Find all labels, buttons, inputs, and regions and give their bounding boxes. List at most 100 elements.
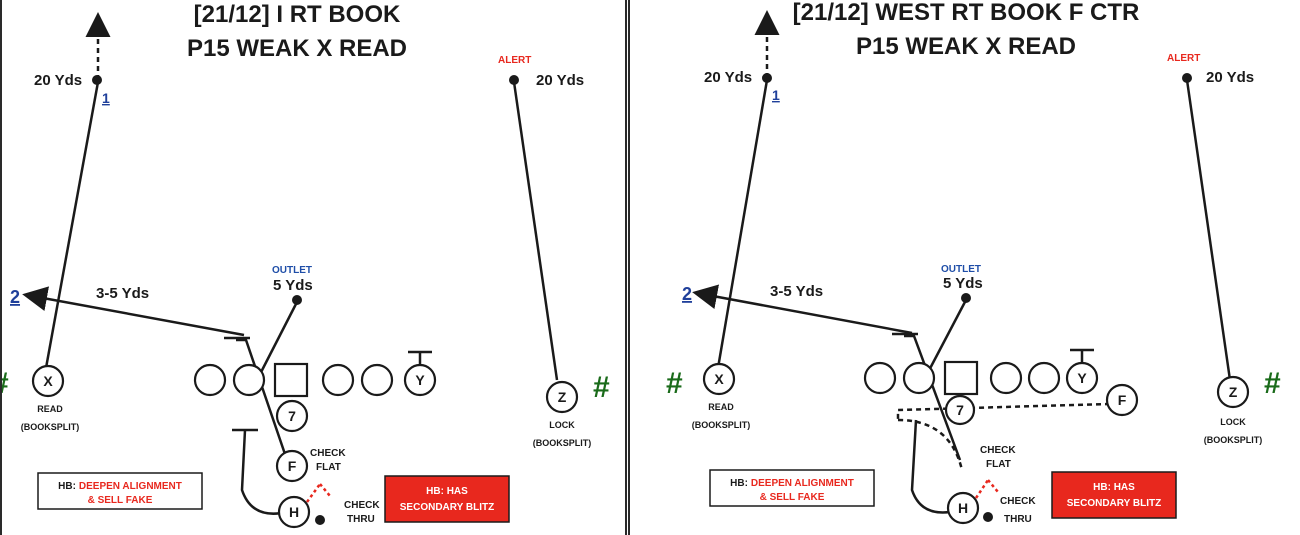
- outlet-label: OUTLET: [272, 265, 312, 276]
- h-route-dot: [315, 515, 325, 525]
- check-thru-label2: THRU: [347, 514, 375, 525]
- player-h-label: H: [289, 504, 299, 520]
- hash-mark-right: #: [593, 371, 610, 404]
- player-qb-label: 7: [956, 402, 964, 418]
- flat-route-line: [22, 286, 245, 337]
- player-x: [31, 364, 65, 398]
- hash-mark-right: #: [1264, 367, 1281, 400]
- player-h-label: H: [958, 500, 968, 516]
- ol-left-tackle: [193, 363, 227, 397]
- outlet-depth-label: 5 Yds: [943, 275, 983, 292]
- x-route-line: [44, 81, 100, 369]
- hb-note-line1: DEEPEN ALIGNMENT: [751, 478, 854, 489]
- ol-right-guard: [321, 363, 355, 397]
- fake-dashed-curve: [897, 418, 964, 471]
- player-x-sub1: READ: [37, 404, 63, 414]
- hb-note-box: [37, 472, 203, 510]
- player-z-sub1: LOCK: [1220, 417, 1246, 427]
- check-thru-label1: CHECK: [344, 500, 380, 511]
- x-route-line: [716, 79, 769, 369]
- ol-left-tackle: [863, 361, 897, 395]
- flat-route-number: 2: [682, 284, 692, 304]
- player-x-sub1: READ: [708, 402, 734, 412]
- outlet-route-line: [923, 299, 968, 379]
- z-route-depth-dot: [509, 75, 519, 85]
- play-title-line1: [21/12] I RT BOOK: [194, 1, 401, 28]
- x-route-depth-dot: [92, 75, 102, 85]
- player-y: [1065, 361, 1099, 395]
- hb-note-prefix: HB:: [58, 481, 76, 492]
- check-thru-label2: THRU: [1004, 514, 1032, 525]
- z-route-depth-dot: [1182, 73, 1192, 83]
- pull-route-line: [904, 334, 962, 461]
- secondary-blitz-box: [1051, 471, 1177, 519]
- player-z-label: Z: [558, 389, 567, 405]
- ol-left-guard: [902, 361, 936, 395]
- flat-route-depth: 3-5 Yds: [770, 283, 823, 300]
- player-h: [946, 491, 980, 525]
- player-x-label: X: [714, 371, 724, 387]
- check-thru-label1: CHECK: [1000, 496, 1036, 507]
- play-diagram-left-svg: [21/12] I RT BOOK P15 WEAK X READ 20 Yds…: [2, 1, 610, 529]
- h-route-dot: [983, 512, 993, 522]
- check-flat-line: [974, 479, 990, 499]
- player-f-label: F: [288, 458, 297, 474]
- z-route-line: [1185, 79, 1232, 381]
- flat-route-line: [692, 284, 913, 335]
- ol-right-guard: [989, 361, 1023, 395]
- outlet-route-line: [255, 301, 299, 381]
- player-z: [1216, 375, 1250, 409]
- hb-note-line2: & SELL FAKE: [88, 495, 153, 506]
- player-y: [403, 363, 437, 397]
- hb-note-text-1: HB:DEEPEN ALIGNMENT: [58, 481, 182, 492]
- check-flat-label1: CHECK: [980, 445, 1016, 456]
- x-read-number: 1: [772, 87, 780, 103]
- player-z-sub1: LOCK: [549, 420, 575, 430]
- z-route-depth-label: 20 Yds: [1206, 69, 1254, 86]
- ol-center: [273, 362, 309, 398]
- player-qb: [275, 399, 309, 433]
- player-z-label: Z: [1229, 384, 1238, 400]
- f-motion-dashed: [896, 402, 1111, 422]
- player-f: [275, 449, 309, 483]
- play-diagram-left: [21/12] I RT BOOK P15 WEAK X READ 20 Yds…: [0, 0, 627, 535]
- player-y-label: Y: [415, 372, 425, 388]
- player-x-label: X: [43, 373, 53, 389]
- hb-note-box: [709, 469, 875, 507]
- player-h: [277, 495, 311, 529]
- player-f-motion-label: F: [1118, 392, 1127, 408]
- player-f-motion: [1105, 383, 1139, 417]
- ol-left-guard: [232, 363, 266, 397]
- x-route-depth-label: 20 Yds: [34, 72, 82, 89]
- player-qb-label: 7: [288, 408, 296, 424]
- pull-route-line: [236, 338, 289, 461]
- play-diagram-right-svg: [21/12] WEST RT BOOK F CTR P15 WEAK X RE…: [666, 0, 1281, 525]
- hb-note-text-1: HB:DEEPEN ALIGNMENT: [730, 478, 854, 489]
- check-flat-line: [305, 483, 322, 503]
- ol-right-tackle: [360, 363, 394, 397]
- hb-note-line1: DEEPEN ALIGNMENT: [79, 481, 182, 492]
- check-flat-label2: FLAT: [316, 462, 341, 473]
- flat-route-number: 2: [10, 287, 20, 307]
- play-title-line2: P15 WEAK X READ: [856, 33, 1076, 60]
- ol-right-tackle: [1027, 361, 1061, 395]
- hash-mark-left: #: [666, 367, 683, 400]
- player-z-sub2: (BOOKSPLIT): [1204, 435, 1263, 445]
- check-flat-label2: FLAT: [986, 459, 1011, 470]
- player-y-label: Y: [1077, 370, 1087, 386]
- x-read-number: 1: [102, 90, 110, 106]
- player-x-sub2: (BOOKSPLIT): [21, 422, 80, 432]
- secondary-blitz-box: [384, 475, 510, 523]
- z-alert-label: ALERT: [1167, 53, 1200, 64]
- x-route-depth-dot: [762, 73, 772, 83]
- flat-route-depth: 3-5 Yds: [96, 285, 149, 302]
- outlet-depth-dot: [292, 295, 302, 305]
- secondary-blitz-line1: HB: HAS: [426, 486, 468, 497]
- secondary-blitz-line1: HB: HAS: [1093, 482, 1135, 493]
- player-z: [545, 380, 579, 414]
- hash-mark-left: #: [2, 367, 9, 400]
- check-thru-line: [987, 479, 999, 493]
- player-qb: [944, 394, 976, 426]
- player-z-sub2: (BOOKSPLIT): [533, 438, 592, 448]
